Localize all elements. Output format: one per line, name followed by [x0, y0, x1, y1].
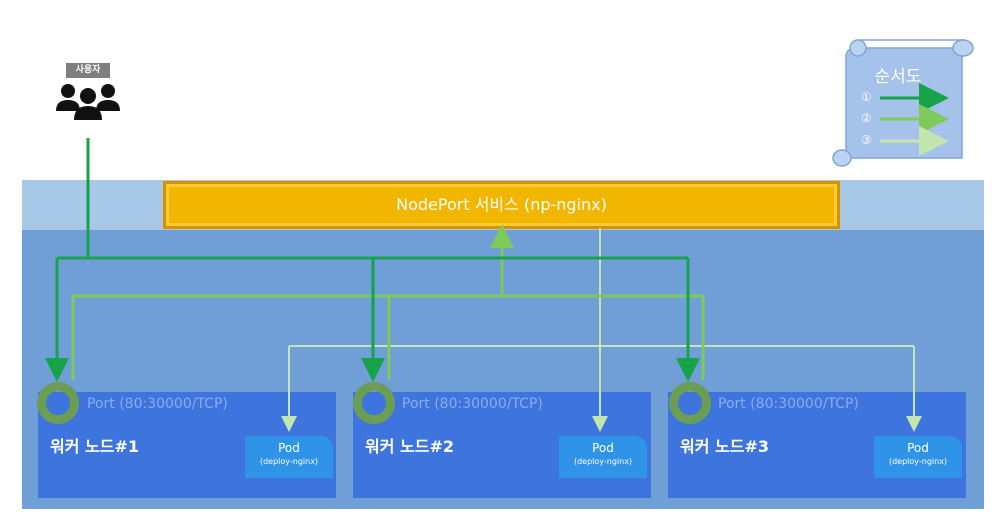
- user-label: 사용자: [66, 63, 110, 78]
- pod-label: Pod: [278, 441, 300, 455]
- step3-arrows: [281, 228, 922, 432]
- port-ring-node-2: [353, 382, 395, 424]
- legend-step-3: ③: [861, 133, 872, 147]
- step1-arrows: [45, 138, 700, 382]
- legend-step-2: ②: [861, 111, 872, 125]
- node-3-port-label: Port (80:30000/TCP): [718, 396, 859, 412]
- step2-arrows: [71, 224, 705, 380]
- legend-step-1: ①: [861, 90, 872, 104]
- pod-label: Pod: [907, 441, 929, 455]
- node-3-title: 워커 노드#3: [680, 437, 769, 456]
- node-1-title: 워커 노드#1: [50, 437, 139, 456]
- port-ring-node-1: [37, 382, 79, 424]
- pod-node-2: Pod (deploy-nginx): [559, 436, 647, 478]
- pod-sublabel: (deploy-nginx): [573, 457, 633, 466]
- node-2-title: 워커 노드#2: [365, 437, 454, 456]
- pod-node-1: Pod (deploy-nginx): [245, 436, 333, 478]
- pod-node-3: Pod (deploy-nginx): [874, 436, 962, 478]
- port-ring-node-3: [669, 382, 711, 424]
- pod-sublabel: (deploy-nginx): [888, 457, 948, 466]
- service-label: NodePort 서비스 (np-nginx): [396, 195, 607, 214]
- legend-title: 순서도: [874, 67, 922, 87]
- pod-label: Pod: [592, 441, 614, 455]
- pod-sublabel: (deploy-nginx): [259, 457, 319, 466]
- node-2-port-label: Port (80:30000/TCP): [402, 396, 543, 412]
- node-1-port-label: Port (80:30000/TCP): [87, 396, 228, 412]
